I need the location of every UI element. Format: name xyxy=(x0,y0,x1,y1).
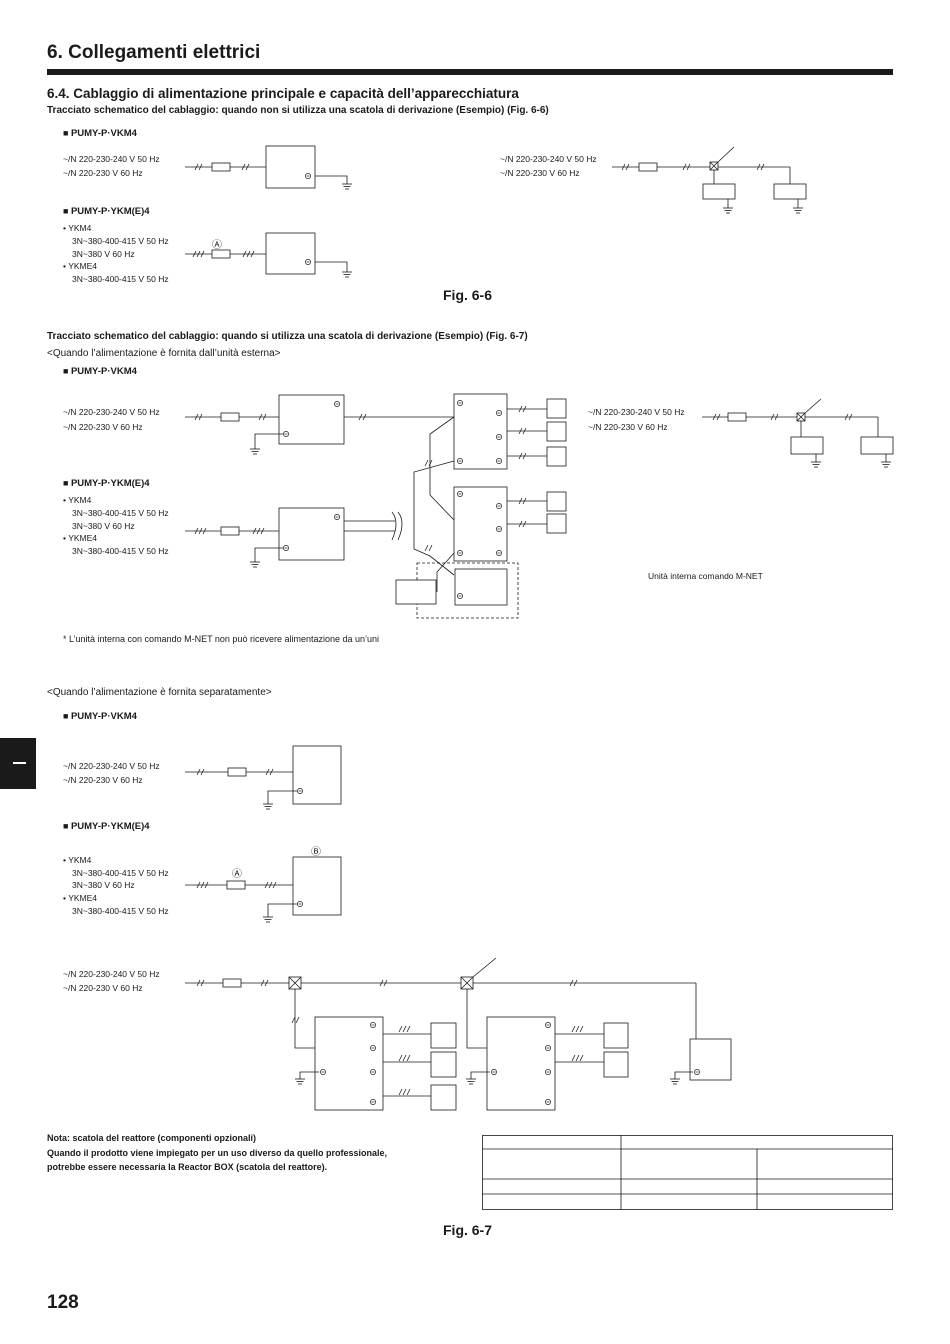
fig67b-ykm-line-5: 3N~380-400-415 V 50 Hz xyxy=(72,906,169,916)
fig67-mnet-label: Unità interna comando M-NET xyxy=(648,571,763,581)
fig66-ykm-diagram xyxy=(185,232,353,278)
fig66-ykm-line-3: 3N~380 V 60 Hz xyxy=(72,249,135,259)
fig66-model-vkm4: PUMY-P·VKM4 xyxy=(63,128,137,139)
fig66-right-supply-60: ~/N 220-230 V 60 Hz xyxy=(500,168,580,178)
note-title: Nota: scatola del reattore (componenti o… xyxy=(47,1133,257,1143)
fig67b-ykm-line-4: • YKME4 xyxy=(63,893,98,903)
fig67-ykm-line-3: 3N~380 V 60 Hz xyxy=(72,521,135,531)
fig66-supply-50: ~/N 220-230-240 V 50 Hz xyxy=(63,154,160,164)
fig67b-vkm4-diagram xyxy=(185,745,342,810)
fig66-supply-60: ~/N 220-230 V 60 Hz xyxy=(63,168,143,178)
fig67b-ykm-diagram xyxy=(185,856,342,923)
title-rule xyxy=(47,69,893,75)
fig67b-supply-50: ~/N 220-230-240 V 50 Hz xyxy=(63,761,160,771)
fig67b-supply-60: ~/N 220-230 V 60 Hz xyxy=(63,775,143,785)
fig66-model-ykm: PUMY-P·YKM(E)4 xyxy=(63,206,150,217)
fig67-right-supply-50: ~/N 220-230-240 V 50 Hz xyxy=(588,407,685,417)
fig67-vkm4-diagram xyxy=(185,394,454,455)
fig67b-model-ykm: PUMY-P·YKM(E)4 xyxy=(63,821,150,832)
fig67-footnote: * L’unità interna con comando M-NET non … xyxy=(63,634,380,644)
note-line-1: Quando il prodotto viene impiegato per u… xyxy=(47,1148,388,1158)
fig66-ykm-line-4: • YKME4 xyxy=(63,261,98,271)
fig67-ykm-line-5: 3N~380-400-415 V 50 Hz xyxy=(72,546,169,556)
fig67-model-ykm: PUMY-P·YKM(E)4 xyxy=(63,478,150,489)
fig67c-supply-50: ~/N 220-230-240 V 50 Hz xyxy=(63,969,160,979)
fig67-caption: Tracciato schematico del cablaggio: quan… xyxy=(47,331,528,342)
reactor-box-table xyxy=(482,1135,893,1210)
fig67-ykm-line-1: • YKM4 xyxy=(63,495,92,505)
fig66-right-diagram xyxy=(612,146,807,214)
fig67-right-diagram xyxy=(702,398,894,468)
fig66-right-supply-50: ~/N 220-230-240 V 50 Hz xyxy=(500,154,597,164)
fig67-ykm-line-2: 3N~380-400-415 V 50 Hz xyxy=(72,508,169,518)
fig67-sub1: <Quando l’alimentazione è fornita dall’u… xyxy=(47,348,281,359)
fig67b-model-vkm4: PUMY-P·VKM4 xyxy=(63,711,137,722)
fig67-junction-boxes xyxy=(395,393,567,619)
section-heading: 6.4. Cablaggio di alimentazione principa… xyxy=(47,86,519,101)
fig66-label-a: Ⓐ xyxy=(212,240,222,251)
fig67b-label-b: Ⓑ xyxy=(311,847,321,858)
note-line-2: potrebbe essere necessaria la Reactor BO… xyxy=(47,1162,328,1172)
fig67-supply-50: ~/N 220-230-240 V 50 Hz xyxy=(63,407,160,417)
fig66-label: Fig. 6-6 xyxy=(443,287,493,303)
fig67b-ykm-line-1: • YKM4 xyxy=(63,855,92,865)
fig67-ykm-diagram xyxy=(185,507,403,568)
fig67c-supply-60: ~/N 220-230 V 60 Hz xyxy=(63,983,143,993)
fig67-model-vkm4: PUMY-P·VKM4 xyxy=(63,366,137,377)
page-title: 6. Collegamenti elettrici xyxy=(47,42,261,63)
fig66-ykm-line-2: 3N~380-400-415 V 50 Hz xyxy=(72,236,169,246)
fig67-sub2: <Quando l’alimentazione è fornita separa… xyxy=(47,687,272,698)
fig67c-chain-diagram xyxy=(185,957,732,1111)
page-number: 128 xyxy=(47,1292,79,1313)
fig67-ykm-line-4: • YKME4 xyxy=(63,533,98,543)
fig67b-ykm-line-3: 3N~380 V 60 Hz xyxy=(72,880,135,890)
side-chapter-tab xyxy=(0,738,36,789)
fig66-ykm-line-1: • YKM4 xyxy=(63,223,92,233)
fig66-caption: Tracciato schematico del cablaggio: quan… xyxy=(47,105,549,116)
fig66-ykm-line-5: 3N~380-400-415 V 50 Hz xyxy=(72,274,169,284)
fig67b-label-a: Ⓐ xyxy=(232,869,242,880)
fig67-supply-60: ~/N 220-230 V 60 Hz xyxy=(63,422,143,432)
fig67b-ykm-line-2: 3N~380-400-415 V 50 Hz xyxy=(72,868,169,878)
fig67-right-supply-60: ~/N 220-230 V 60 Hz xyxy=(588,422,668,432)
fig66-vkm4-diagram xyxy=(185,145,353,190)
fig67-label: Fig. 6-7 xyxy=(443,1222,493,1238)
